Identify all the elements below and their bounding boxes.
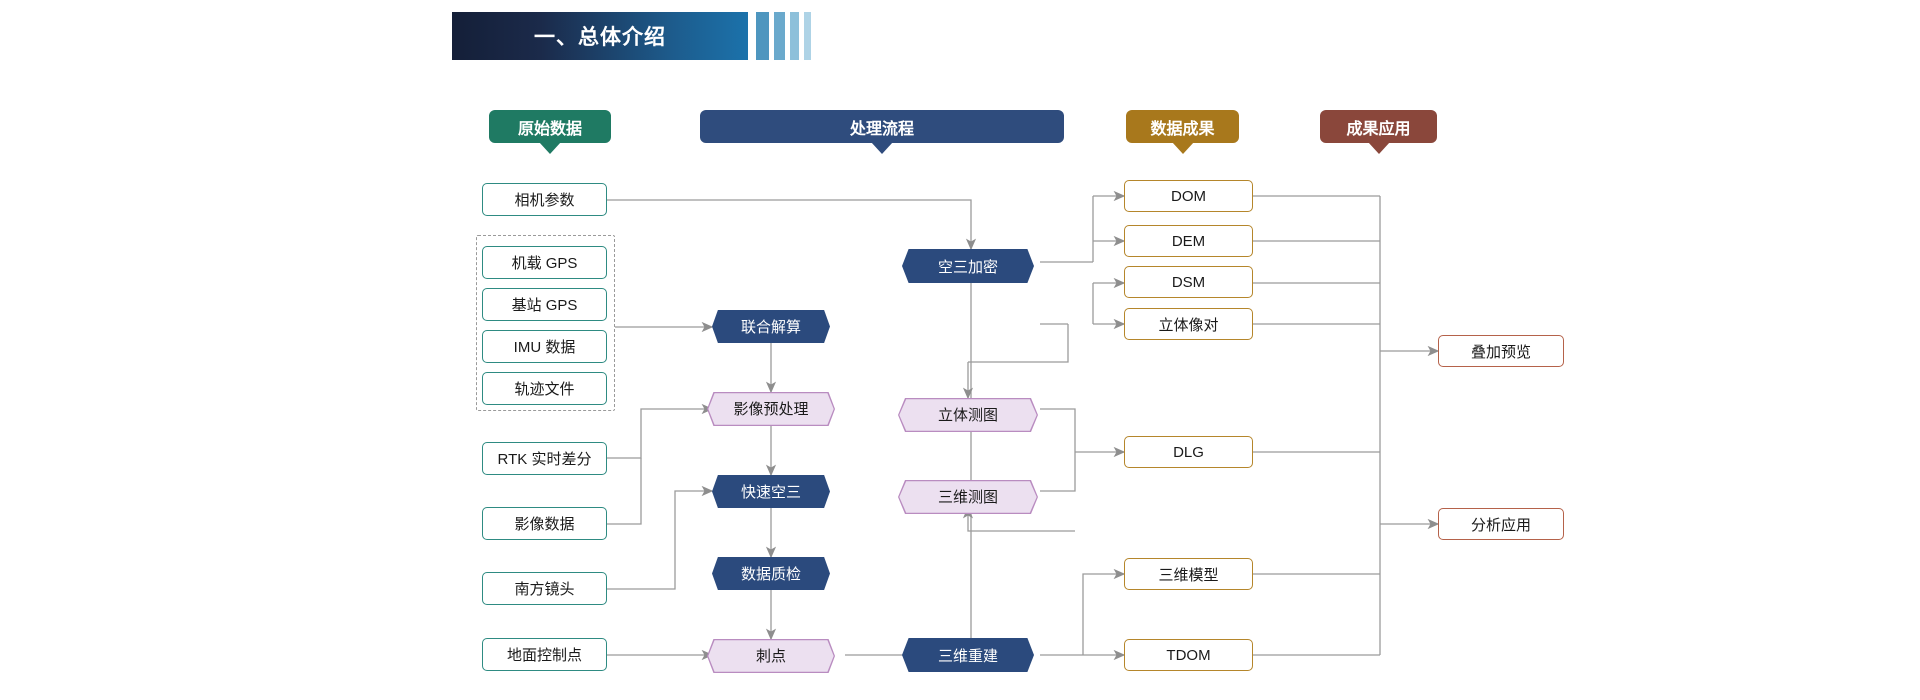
node-label: DLG <box>1173 443 1204 461</box>
header-deco-bar-4 <box>804 12 811 60</box>
node-label: 立体测图 <box>899 399 1037 431</box>
result-node-stereo-pair[interactable]: 立体像对 <box>1124 308 1253 340</box>
category-notch-icon <box>1367 142 1390 154</box>
node-label: TDOM <box>1166 646 1211 664</box>
category-banner-process: 处理流程 <box>700 110 1064 154</box>
result-node-tdom[interactable]: TDOM <box>1124 639 1253 671</box>
node-label: 影像数据 <box>514 516 575 533</box>
node-label: 南方镜头 <box>514 581 575 598</box>
node-label: 联合解算 <box>740 319 801 336</box>
node-label: 轨迹文件 <box>514 381 575 398</box>
process-node-quality-check[interactable]: 数据质检 <box>712 557 830 590</box>
node-label: 影像预处理 <box>708 393 834 425</box>
result-node-dom[interactable]: DOM <box>1124 180 1253 212</box>
category-notch-icon <box>871 142 893 154</box>
category-banner-results: 数据成果 <box>1126 110 1239 154</box>
result-node-dsm[interactable]: DSM <box>1124 266 1253 298</box>
node-label: DOM <box>1171 187 1206 205</box>
node-label: 三维测图 <box>899 481 1037 513</box>
application-node-analysis[interactable]: 分析应用 <box>1438 508 1564 540</box>
node-label: 立体像对 <box>1158 316 1219 334</box>
input-group-pos-data <box>476 235 615 411</box>
process-node-image-preprocess[interactable]: 影像预处理 <box>707 392 835 426</box>
category-notch-icon <box>1171 142 1194 154</box>
input-node-base-gps[interactable]: 基站 GPS <box>482 288 607 321</box>
node-label: 地面控制点 <box>506 647 582 664</box>
category-label: 处理流程 <box>849 120 914 138</box>
application-node-overlay-preview[interactable]: 叠加预览 <box>1438 335 1564 367</box>
input-node-trajectory-file[interactable]: 轨迹文件 <box>482 372 607 405</box>
node-label: 机载 GPS <box>511 255 578 272</box>
input-node-image-data[interactable]: 影像数据 <box>482 507 607 540</box>
process-node-3d-reconstruction[interactable]: 三维重建 <box>902 638 1034 672</box>
page-title: 一、总体介绍 <box>534 26 666 49</box>
node-label: 刺点 <box>708 640 834 672</box>
node-label: 叠加预览 <box>1470 343 1531 361</box>
header-deco-bar-1 <box>756 12 769 60</box>
header-deco-bar-2 <box>774 12 785 60</box>
input-node-camera-params[interactable]: 相机参数 <box>482 183 607 216</box>
input-node-rtk[interactable]: RTK 实时差分 <box>482 442 607 475</box>
category-label: 原始数据 <box>517 120 582 138</box>
process-node-3d-mapping[interactable]: 三维测图 <box>898 480 1038 514</box>
category-banner-applications: 成果应用 <box>1320 110 1437 154</box>
result-node-dlg[interactable]: DLG <box>1124 436 1253 468</box>
process-node-fast-aerotriangulation[interactable]: 快速空三 <box>712 475 830 508</box>
node-label: RTK 实时差分 <box>497 451 592 468</box>
node-label: IMU 数据 <box>513 339 576 356</box>
category-label: 成果应用 <box>1346 120 1411 138</box>
input-node-southern-lens[interactable]: 南方镜头 <box>482 572 607 605</box>
node-label: 分析应用 <box>1470 516 1531 534</box>
node-label: 三维重建 <box>937 647 998 665</box>
node-label: 空三加密 <box>937 258 998 276</box>
process-node-joint-solution[interactable]: 联合解算 <box>712 310 830 343</box>
category-label: 数据成果 <box>1150 120 1215 138</box>
process-node-aerotriangulation-densify[interactable]: 空三加密 <box>902 249 1034 283</box>
result-node-dem[interactable]: DEM <box>1124 225 1253 257</box>
category-banner-raw-data: 原始数据 <box>489 110 611 154</box>
node-label: 三维模型 <box>1158 566 1219 584</box>
section-header-banner: 一、总体介绍 <box>452 12 748 60</box>
node-label: 快速空三 <box>740 484 801 501</box>
input-node-ground-control-points[interactable]: 地面控制点 <box>482 638 607 671</box>
node-label: 数据质检 <box>740 566 801 583</box>
input-node-imu-data[interactable]: IMU 数据 <box>482 330 607 363</box>
result-node-3d-model[interactable]: 三维模型 <box>1124 558 1253 590</box>
node-label: DEM <box>1171 232 1206 250</box>
header-deco-bar-3 <box>790 12 799 60</box>
node-label: 基站 GPS <box>511 297 578 314</box>
input-node-onboard-gps[interactable]: 机载 GPS <box>482 246 607 279</box>
category-notch-icon <box>539 142 561 154</box>
process-node-stereo-mapping[interactable]: 立体测图 <box>898 398 1038 432</box>
process-node-point-marking[interactable]: 刺点 <box>707 639 835 673</box>
node-label: DSM <box>1171 273 1206 291</box>
node-label: 相机参数 <box>514 192 575 209</box>
